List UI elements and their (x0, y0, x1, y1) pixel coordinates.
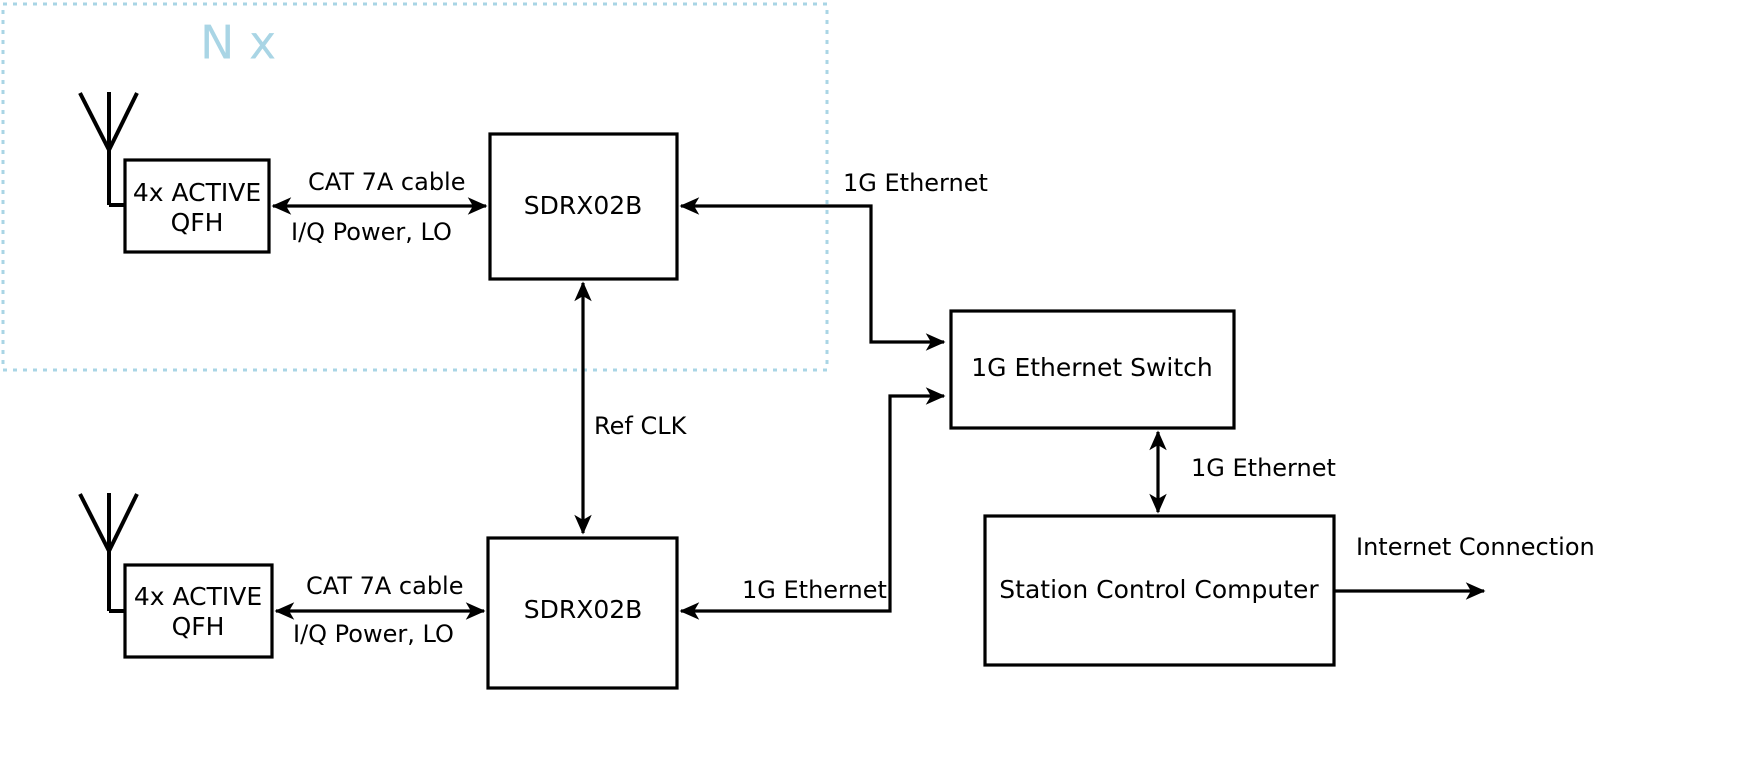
group-box-nx (1, 2, 829, 372)
edge-sdr-top-to-switch (679, 197, 946, 351)
edge-label-ref-clk: Ref CLK (594, 412, 688, 440)
edge-label-cat7a-bottom: CAT 7A cable (306, 572, 464, 600)
edge-label-cat7a-top: CAT 7A cable (308, 168, 466, 196)
node-qfh-bottom-label-line2: QFH (172, 612, 225, 641)
edge-label-eth-switch-computer: 1G Ethernet (1191, 454, 1336, 482)
edge-label-eth-top: 1G Ethernet (843, 169, 988, 197)
node-sdr-bottom-label: SDRX02B (524, 595, 643, 624)
node-station-control-computer-label: Station Control Computer (999, 575, 1319, 604)
node-ethernet-switch[interactable]: 1G Ethernet Switch (949, 309, 1236, 430)
node-ethernet-switch-label: 1G Ethernet Switch (971, 353, 1213, 382)
node-qfh-top[interactable]: 4x ACTIVE QFH (123, 158, 271, 254)
node-qfh-top-label-line2: QFH (171, 208, 224, 237)
node-sdr-bottom[interactable]: SDRX02B (486, 536, 679, 690)
group-label-nx: N x (200, 16, 276, 70)
node-station-control-computer[interactable]: Station Control Computer (983, 514, 1336, 667)
antenna-top-icon (78, 92, 139, 207)
edge-label-iq-top: I/Q Power, LO (291, 218, 452, 246)
edge-sdr-bottom-to-switch (679, 387, 946, 620)
edge-label-eth-bottom: 1G Ethernet (742, 576, 887, 604)
node-sdr-top-label: SDRX02B (524, 191, 643, 220)
edge-label-iq-bottom: I/Q Power, LO (293, 620, 454, 648)
edge-label-internet-connection: Internet Connection (1356, 533, 1595, 561)
node-qfh-bottom-label-line1: 4x ACTIVE (134, 582, 262, 611)
node-qfh-top-label-line1: 4x ACTIVE (133, 178, 261, 207)
node-sdr-top[interactable]: SDRX02B (488, 132, 679, 281)
node-qfh-bottom[interactable]: 4x ACTIVE QFH (123, 563, 274, 659)
antenna-bottom-icon (78, 493, 139, 613)
